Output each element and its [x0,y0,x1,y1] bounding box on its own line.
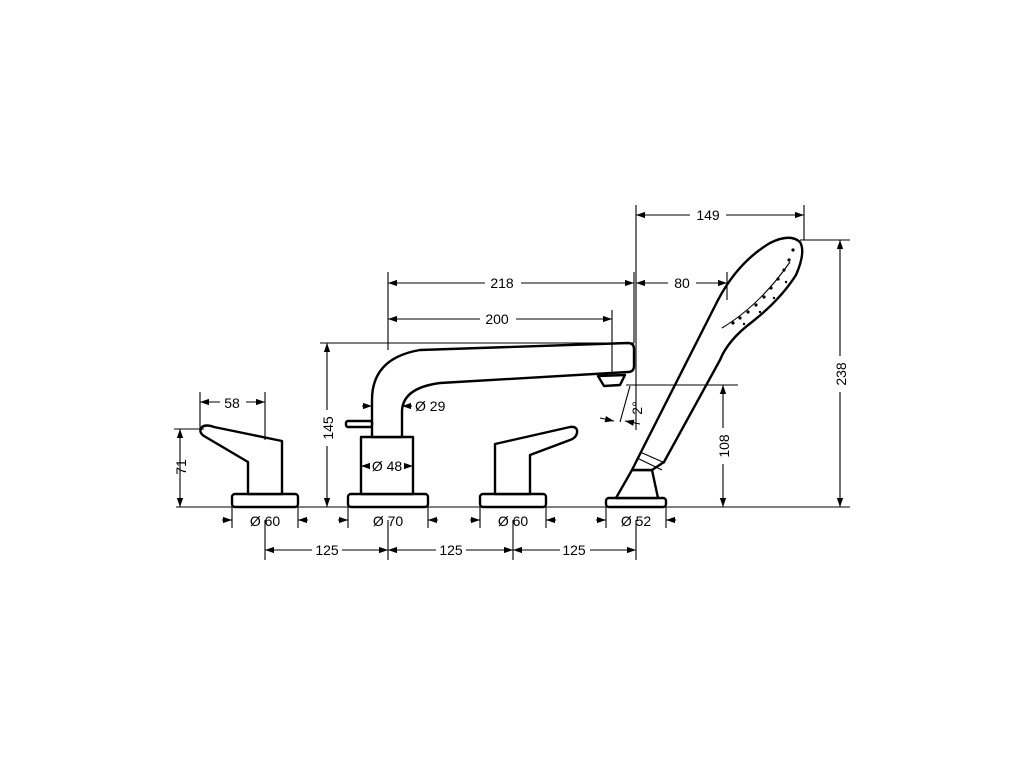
dim-shower-total-height: 238 [833,362,849,386]
left-handle-base [230,492,300,509]
dim-handle-height: 71 [173,459,189,475]
right-handle-body [493,425,579,496]
spout-lever [344,419,374,429]
left-handle [199,424,300,509]
dim-spout-reach-outer: 218 [490,275,514,291]
dim-shower-reach-top: 149 [696,207,720,223]
hand-shower [604,236,804,509]
dim-spout-reach-inner: 200 [485,311,509,327]
right-handle [478,425,579,509]
dim-outlet-height: 108 [716,434,732,458]
shower-nozzles [731,248,795,326]
spout-base [346,492,430,509]
right-handle-base [478,492,548,509]
spout [344,341,636,509]
dim-spout-height: 145 [320,416,336,440]
dim-outlet-angle: 2° [629,401,645,414]
dim-spacing-2: 125 [439,542,463,558]
dim-spout-body-diameter: Ø 48 [372,458,403,474]
dim-shower-base-diameter: Ø 52 [621,513,652,529]
shower-holder [614,468,660,500]
left-handle-body [199,424,284,496]
dim-spout-lever-diameter: Ø 29 [415,398,446,414]
dim-handle-width: 58 [224,395,240,411]
dim-base-left-diameter: Ø 60 [250,513,281,529]
dim-shower-head-offset: 80 [674,275,690,291]
dim-spout-base-diameter: Ø 70 [373,513,404,529]
shower-base [604,496,668,509]
spout-outlet [596,373,627,388]
shower-grip-ring [636,451,666,471]
dim-spacing-3: 125 [562,542,586,558]
dim-base-right-diameter: Ø 60 [498,513,529,529]
dim-spacing-1: 125 [315,542,339,558]
shower-handle [630,236,804,472]
spout-neck [370,341,636,439]
